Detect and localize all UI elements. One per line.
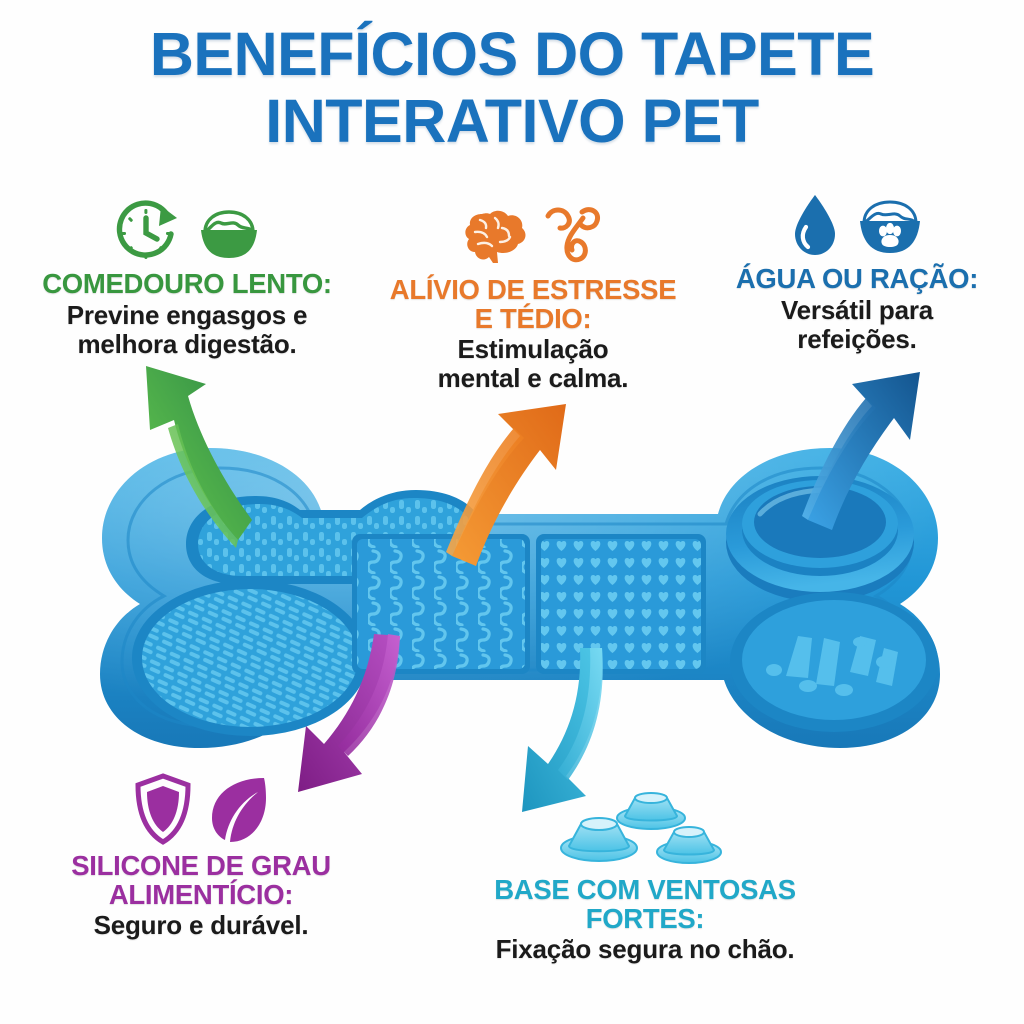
feature-suction-base-heading: BASE COM VENTOSAS FORTES: <box>494 874 796 934</box>
page-title-line-1: BENEFÍCIOS DO TAPETE <box>149 20 875 88</box>
feature-water-or-food: ÁGUA OU RAÇÃO: Versátil para refeições. <box>690 185 1024 354</box>
feature-water-or-food-icons <box>690 185 1024 259</box>
clock-arrow-icon <box>109 198 183 264</box>
water-drop-icon <box>787 191 843 259</box>
feature-suction-base-body: Fixação segura no chão. <box>495 934 795 965</box>
feature-water-or-food-heading: ÁGUA OU RAÇÃO: <box>735 263 979 294</box>
page-title: BENEFÍCIOS DO TAPETE INTERATIVO PET <box>0 20 1024 155</box>
feature-food-grade-silicone-icons <box>6 762 396 846</box>
swirl-lick-pad <box>352 534 530 674</box>
chew-bone-toy-icon <box>542 204 604 270</box>
heart-lick-pad <box>536 534 706 674</box>
shield-icon <box>132 772 194 846</box>
feature-slow-feeder-icons <box>2 190 372 264</box>
feature-stress-relief-icons <box>368 200 698 270</box>
brain-icon <box>462 206 532 270</box>
leaf-icon <box>204 772 270 846</box>
feature-slow-feeder: COMEDOURO LENTO: Previne engasgos e melh… <box>2 190 372 359</box>
feature-food-grade-silicone: SILICONE DE GRAU ALIMENTÍCIO: Seguro e d… <box>6 762 396 940</box>
feature-food-grade-silicone-body: Seguro e durável. <box>93 910 309 941</box>
feature-suction-base: BASE COM VENTOSAS FORTES: Fixação segura… <box>430 782 860 964</box>
feature-food-grade-silicone-heading: SILICONE DE GRAU ALIMENTÍCIO: <box>71 850 331 910</box>
feature-stress-relief-body: Estimulação mental e calma. <box>437 334 629 394</box>
food-bowl-icon <box>193 204 265 264</box>
suction-cup-icon <box>555 784 735 870</box>
feature-slow-feeder-heading: COMEDOURO LENTO: <box>42 268 332 299</box>
feature-suction-base-icons <box>430 782 860 870</box>
product-illustration <box>60 418 980 748</box>
deep-water-bowl <box>726 476 914 602</box>
slow-feed-maze-bowl <box>730 592 938 732</box>
feature-stress-relief-heading: ALÍVIO DE ESTRESSE E TÉDIO: <box>389 274 677 334</box>
braid-lick-pad <box>132 580 368 736</box>
feature-stress-relief: ALÍVIO DE ESTRESSE E TÉDIO: Estimulação … <box>368 200 698 393</box>
feature-water-or-food-body: Versátil para refeições. <box>780 294 934 354</box>
paw-food-bowl-icon <box>853 197 927 259</box>
feature-slow-feeder-body: Previne engasgos e melhora digestão. <box>66 299 308 359</box>
page-title-line-2: INTERATIVO PET <box>265 86 759 155</box>
